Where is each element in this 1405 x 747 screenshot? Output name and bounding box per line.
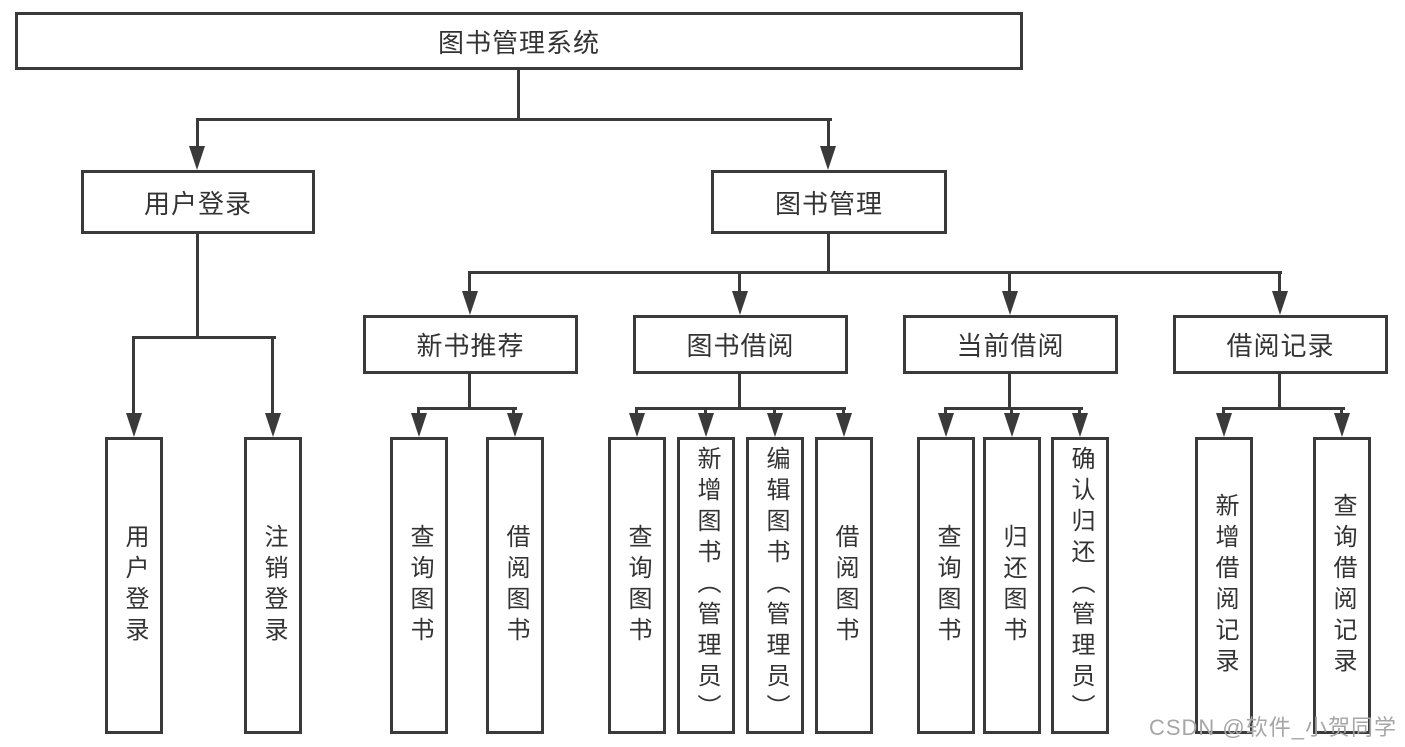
edge-records-drop-1 [1222, 407, 1225, 413]
edge-records-stem [1278, 372, 1281, 410]
edge-recommend-drop-2 [512, 407, 515, 413]
leaf-add-borrow-record: 新增借阅记录 [1195, 437, 1253, 734]
node-user-login-label: 用户登录 [143, 188, 252, 219]
leaf-query-books-borrow: 查询图书 [608, 437, 666, 734]
leaf-add-books-admin-label: 新增图书（管理员） [693, 446, 720, 725]
node-root: 图书管理系统 [15, 12, 1023, 70]
edge-borrow-drop-2 [704, 407, 707, 413]
arrowhead-down-icon [732, 291, 748, 315]
edge-root-stem [517, 68, 520, 121]
edge-recommend-stem [468, 372, 471, 410]
edge-bookmgmt-drop-2 [738, 271, 741, 291]
edge-borrow-drop-1 [635, 407, 638, 413]
edge-records-hbar [1222, 407, 1345, 410]
edge-borrow-stem [738, 372, 741, 410]
csdn-watermark: CSDN @软件_小贺同学 [1148, 715, 1397, 740]
node-new-book-recommend: 新书推荐 [363, 315, 578, 374]
edge-current-stem [1008, 372, 1011, 410]
edge-borrow-drop-3 [773, 407, 776, 413]
edge-userlogin-drop-1 [132, 336, 135, 413]
edge-bookmgmt-hbar [469, 271, 1282, 274]
edge-userlogin-drop-2 [271, 336, 274, 413]
leaf-query-borrow-record: 查询借阅记录 [1313, 437, 1371, 734]
arrowhead-down-icon [1272, 291, 1288, 315]
arrowhead-down-icon [767, 413, 783, 437]
arrowhead-down-icon [820, 146, 836, 170]
arrowhead-down-icon [1004, 413, 1020, 437]
leaf-confirm-return-admin-label: 确认归还（管理员） [1067, 446, 1094, 725]
arrowhead-down-icon [698, 413, 714, 437]
leaf-logout: 注销登录 [244, 437, 302, 734]
leaf-user-login: 用户登录 [105, 437, 163, 734]
leaf-return-books-label: 归还图书 [999, 523, 1026, 648]
arrowhead-down-icon [938, 413, 954, 437]
edge-borrow-hbar [635, 407, 846, 410]
edge-userlogin-stem [196, 232, 199, 339]
edge-current-drop-1 [944, 407, 947, 413]
leaf-return-books: 归还图书 [983, 437, 1041, 734]
node-book-management: 图书管理 [711, 170, 947, 234]
leaf-edit-books-admin: 编辑图书（管理员） [746, 437, 804, 734]
node-book-borrow-label: 图书借阅 [686, 331, 795, 361]
edge-bookmgmt-stem [827, 232, 830, 274]
leaf-edit-books-admin-label: 编辑图书（管理员） [762, 446, 789, 725]
edge-bookmgmt-drop-3 [1008, 271, 1011, 291]
leaf-borrow-books-label: 借阅图书 [831, 523, 858, 648]
arrowhead-down-icon [507, 413, 523, 437]
edge-recommend-drop-1 [417, 407, 420, 413]
arrowhead-down-icon [189, 146, 205, 170]
node-root-label: 图书管理系统 [437, 27, 600, 58]
arrowhead-down-icon [1002, 291, 1018, 315]
leaf-borrow-books: 借阅图书 [815, 437, 873, 734]
node-user-login: 用户登录 [81, 170, 315, 234]
leaf-borrow-books-recommend: 借阅图书 [486, 437, 544, 734]
leaf-user-login-label: 用户登录 [121, 523, 148, 648]
node-borrow-records: 借阅记录 [1173, 315, 1388, 374]
edge-root-drop-1 [196, 118, 199, 146]
edge-borrow-drop-4 [842, 407, 845, 413]
node-current-borrow-label: 当前借阅 [956, 331, 1065, 361]
arrowhead-down-icon [629, 413, 645, 437]
arrowhead-down-icon [126, 413, 142, 437]
edge-bookmgmt-drop-1 [468, 271, 471, 291]
leaf-add-books-admin: 新增图书（管理员） [677, 437, 735, 734]
arrowhead-down-icon [1334, 413, 1350, 437]
leaf-logout-label: 注销登录 [260, 523, 287, 648]
edge-root-hbar [196, 118, 832, 121]
edge-root-drop-2 [827, 118, 830, 146]
leaf-query-borrow-record-label: 查询借阅记录 [1329, 492, 1356, 679]
leaf-query-books-recommend-label: 查询图书 [406, 523, 433, 648]
node-book-borrow: 图书借阅 [633, 315, 848, 374]
leaf-confirm-return-admin: 确认归还（管理员） [1051, 437, 1109, 734]
leaf-query-books-borrow-label: 查询图书 [624, 523, 651, 648]
arrowhead-down-icon [265, 413, 281, 437]
arrowhead-down-icon [411, 413, 427, 437]
node-book-management-label: 图书管理 [774, 188, 883, 219]
node-current-borrow: 当前借阅 [903, 315, 1118, 374]
leaf-query-books-recommend: 查询图书 [390, 437, 448, 734]
leaf-query-books-current: 查询图书 [917, 437, 975, 734]
edge-current-drop-3 [1078, 407, 1081, 413]
leaf-query-books-current-label: 查询图书 [933, 523, 960, 648]
edge-recommend-hbar [417, 407, 517, 410]
arrowhead-down-icon [1216, 413, 1232, 437]
arrowhead-down-icon [462, 291, 478, 315]
edge-current-drop-2 [1010, 407, 1013, 413]
edge-current-hbar [944, 407, 1083, 410]
node-borrow-records-label: 借阅记录 [1226, 331, 1335, 361]
edge-bookmgmt-drop-4 [1278, 271, 1281, 291]
leaf-borrow-books-recommend-label: 借阅图书 [502, 523, 529, 648]
edge-userlogin-hbar [132, 336, 276, 339]
leaf-add-borrow-record-label: 新增借阅记录 [1211, 492, 1238, 679]
edge-records-drop-2 [1340, 407, 1343, 413]
arrowhead-down-icon [1072, 413, 1088, 437]
arrowhead-down-icon [836, 413, 852, 437]
node-new-book-recommend-label: 新书推荐 [416, 331, 525, 361]
